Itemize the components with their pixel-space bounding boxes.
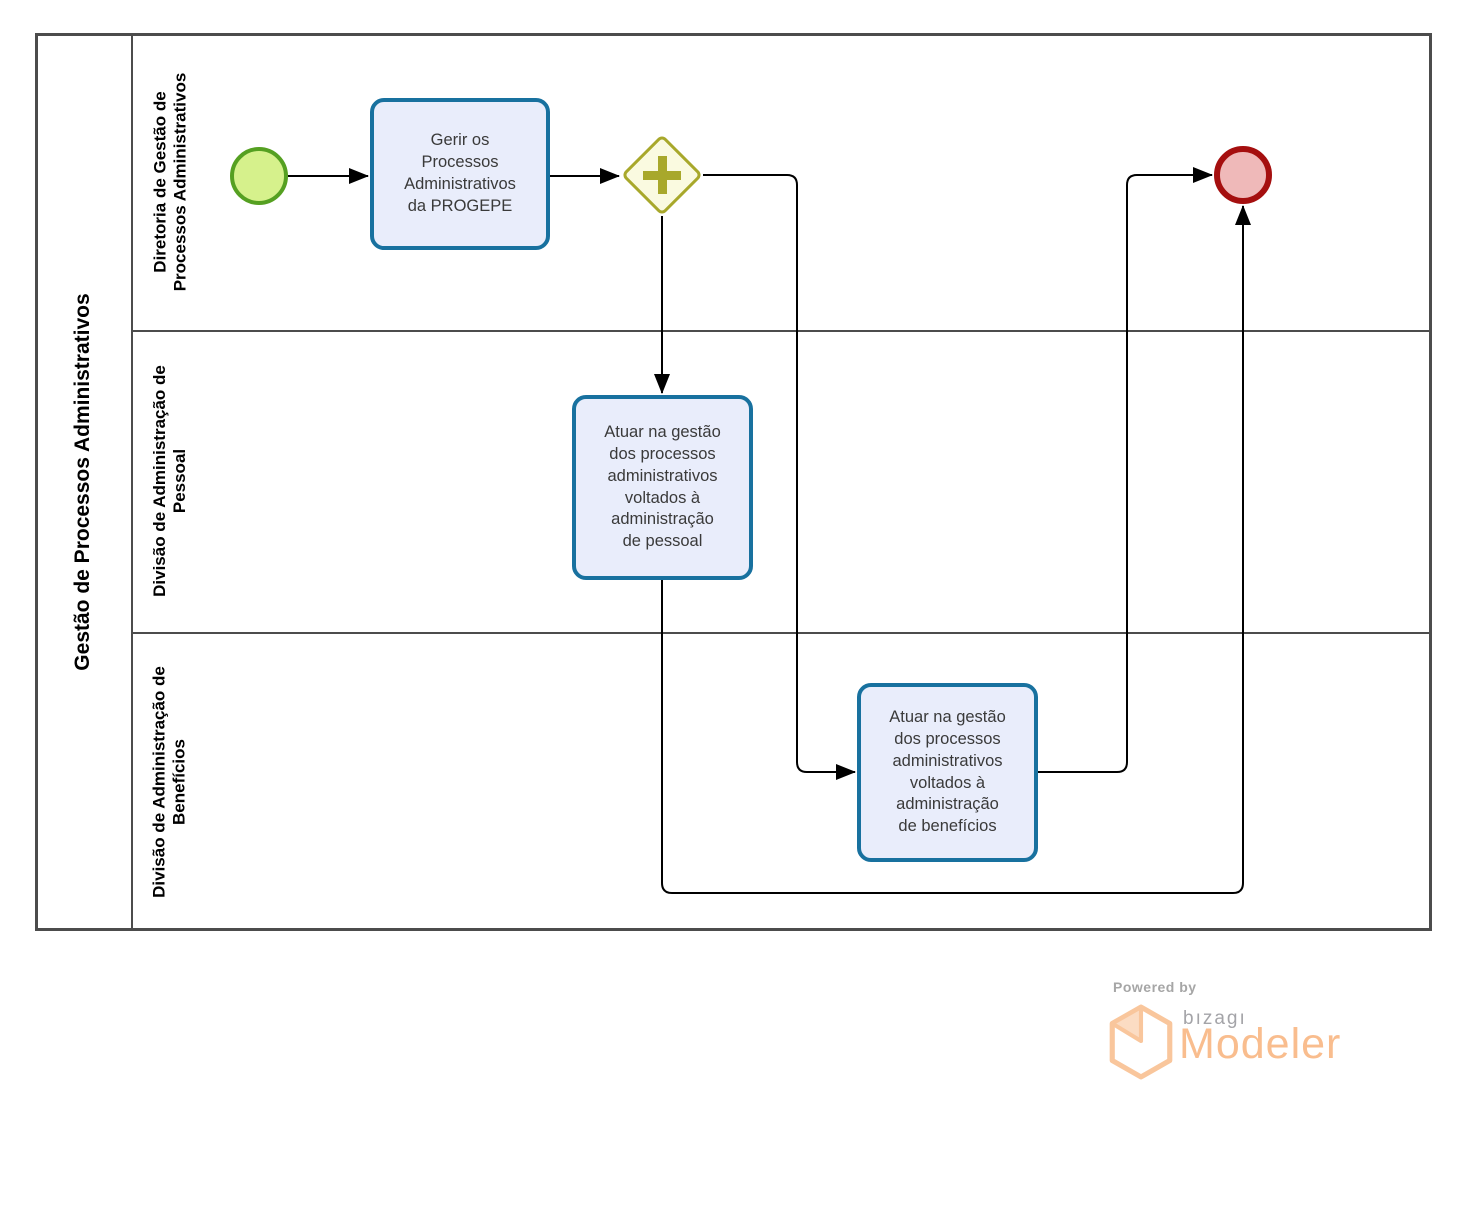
lane-divider [133, 330, 1432, 332]
task-gerir-processos[interactable]: Gerir os Processos Administrativos da PR… [370, 98, 550, 250]
start-event[interactable] [230, 147, 288, 205]
lane-label-pessoal: Divisão de Administração de Pessoal [150, 365, 189, 597]
bpmn-pool[interactable] [35, 33, 1432, 931]
lane-label-diretoria: Diretoria de Gestão de Processos Adminis… [150, 72, 190, 292]
parallel-gateway[interactable] [620, 133, 704, 217]
bizagi-hexagon-icon [1109, 1004, 1173, 1080]
end-event[interactable] [1214, 146, 1272, 204]
pool-title-divider [131, 33, 133, 931]
task-gestao-pessoal[interactable]: Atuar na gestão dos processos administra… [572, 395, 753, 580]
task-gestao-beneficios[interactable]: Atuar na gestão dos processos administra… [857, 683, 1038, 862]
pool-title: Gestão de Processos Administrativos [71, 293, 94, 671]
lane-divider [133, 632, 1432, 634]
powered-by-label: Powered by [1113, 979, 1197, 995]
lane-label-beneficios: Divisão de Administração de Benefícios [149, 666, 189, 898]
plus-icon [657, 156, 667, 194]
bizagi-wordmark: bızagı [1183, 1008, 1247, 1029]
modeler-wordmark: Modeler [1179, 1020, 1342, 1068]
